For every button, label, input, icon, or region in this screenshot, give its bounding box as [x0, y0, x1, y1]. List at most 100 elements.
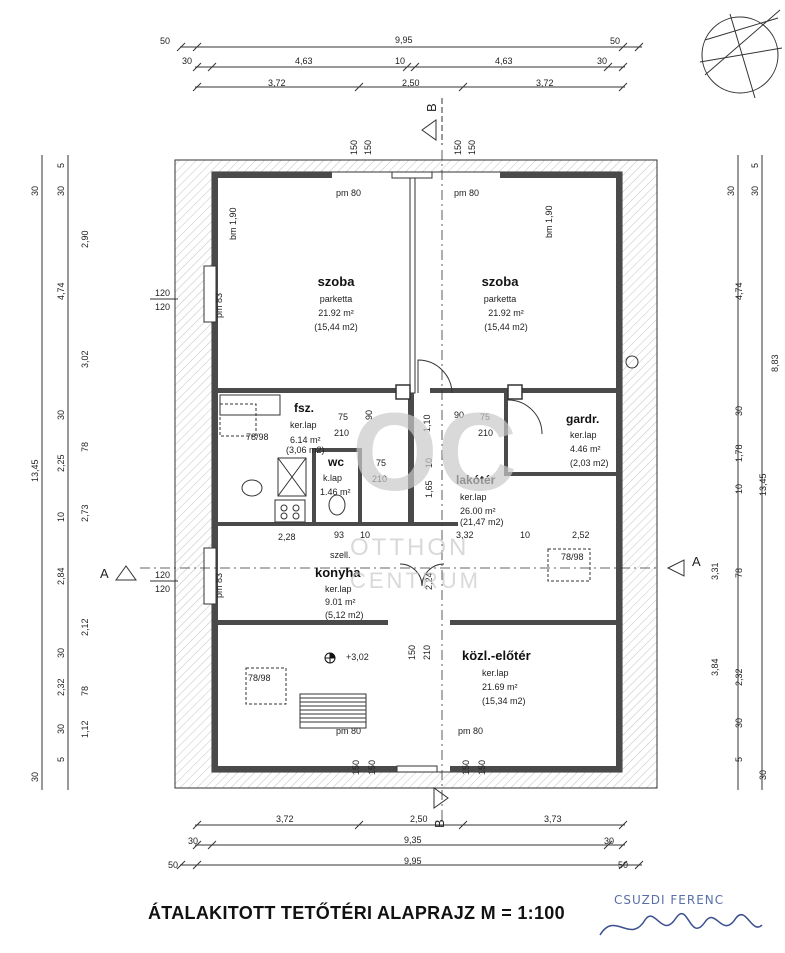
dim-label: 3,72	[536, 78, 554, 88]
dim-label: 1,65	[424, 480, 434, 498]
dim-label: 150	[477, 760, 487, 775]
room-floor: ker.lap	[325, 584, 352, 594]
dim-label: 93	[334, 530, 344, 540]
dim-label: 120	[155, 288, 170, 298]
window-label: pm 80	[454, 188, 479, 198]
opening-dimensions: 150 150 150 150 150 150 150 150 150 210	[349, 140, 487, 775]
drawing-title: ÁTALAKITOTT TETŐTÉRI ALAPRAJZ M = 1:100	[148, 902, 565, 923]
room-name: közl.-előtér	[462, 648, 531, 663]
room-floor: parketta	[484, 294, 517, 304]
room-floor: ker.lap	[482, 668, 509, 678]
room-area: 21.92 m²	[318, 308, 354, 318]
dim-label: 3,72	[276, 814, 294, 824]
dim-label: 5	[734, 757, 744, 762]
dim-label: 210	[478, 428, 493, 438]
dim-label: 210	[422, 645, 432, 660]
window-label: 78/98	[246, 432, 269, 442]
room-net-area: (15,44 m2)	[484, 322, 528, 332]
dim-label: 5	[56, 163, 66, 168]
opening-labels: pm 80 pm 80 pm 80 pm 80 bm 1,90 bm 1,90 …	[214, 188, 590, 736]
dim-label: 2,50	[402, 78, 420, 88]
window-label: 78/98	[248, 673, 271, 683]
dim-label: 90	[364, 410, 374, 420]
dim-label: 30	[182, 56, 192, 66]
room-name: gardr.	[566, 412, 599, 426]
dim-label: 50	[160, 36, 170, 46]
dim-label: 210	[334, 428, 349, 438]
dim-label: 78	[734, 568, 744, 578]
room-area: 1.46 m²	[320, 487, 351, 497]
dim-label: 10	[360, 530, 370, 540]
dim-label: 2,32	[734, 668, 744, 686]
room-net-area: (5,12 m2)	[325, 610, 364, 620]
room-net-area: (2,03 m2)	[570, 458, 609, 468]
section-a-right-marker: A	[666, 554, 701, 577]
room-szoba-left: szoba parketta 21.92 m² (15,44 m2)	[314, 274, 358, 332]
dim-label: 150	[349, 140, 359, 155]
level-label: +3,02	[346, 652, 369, 662]
dim-label: 3,72	[268, 78, 286, 88]
dim-label: 30	[597, 56, 607, 66]
dim-label: 50	[168, 860, 178, 870]
dim-label: 30	[734, 718, 744, 728]
dim-label: 8,83	[770, 354, 780, 372]
left-dimensions: 30 5 30 2,90 4,74 3,02 30 2,25 78 10 2,7…	[30, 155, 178, 790]
dim-label: 2,32	[56, 678, 66, 696]
dim-label: 2,52	[572, 530, 590, 540]
room-name: szoba	[482, 274, 520, 289]
dim-label: 3,73	[544, 814, 562, 824]
room-wc: wc k.lap 1.46 m²	[320, 455, 351, 497]
window-label: pm 83	[214, 293, 224, 318]
dim-label: 10	[520, 530, 530, 540]
window-label: 78/98	[561, 552, 584, 562]
dim-label: 30	[30, 186, 40, 196]
bottom-dimensions: 3,72 2,50 3,73 30 9,35 30 50 9,95 50	[168, 814, 644, 870]
dim-label: 75	[376, 458, 386, 468]
room-area: 21.69 m²	[482, 682, 518, 692]
room-net-area: (3,06 m2)	[286, 445, 325, 455]
room-name: fsz.	[294, 401, 314, 415]
watermark-text: OC	[352, 391, 517, 514]
top-dimensions: 50 9,95 50 30 4,63 10 4,63 30 3,72 2,50 …	[160, 35, 644, 92]
dim-label: 2,84	[56, 567, 66, 585]
room-floor: ker.lap	[460, 492, 487, 502]
dim-label: 30	[750, 186, 760, 196]
dim-label: 3,32	[456, 530, 474, 540]
room-fsz: fsz. ker.lap 6.14 m² (3,06 m2)	[286, 401, 325, 455]
room-net-area: (15,44 m2)	[314, 322, 358, 332]
dim-label: 2,90	[80, 230, 90, 248]
room-net-area: (21,47 m2)	[460, 517, 504, 527]
dim-label: 9,95	[404, 856, 422, 866]
section-label: B	[424, 103, 439, 112]
dim-label: 30	[56, 724, 66, 734]
dim-label: 75	[338, 412, 348, 422]
room-area: 9.01 m²	[325, 597, 356, 607]
staircase	[299, 693, 367, 729]
window-label: pm 80	[336, 188, 361, 198]
dim-label: 120	[155, 302, 170, 312]
dim-label: 150	[351, 760, 361, 775]
section-b-bottom-marker: B	[432, 787, 449, 828]
dim-label: 9,35	[404, 835, 422, 845]
dim-label: 3,84	[710, 658, 720, 676]
room-name: lakótér	[456, 473, 496, 487]
section-label: A	[692, 554, 701, 569]
room-konyha: konyha ker.lap 9.01 m² (5,12 m2)	[315, 565, 364, 620]
watermark-logo: OC OTTHON CENTRUM	[350, 391, 517, 593]
dim-label: 30	[604, 836, 614, 846]
north-arrow-icon	[699, 9, 783, 99]
dim-label: 10	[734, 484, 744, 494]
dim-label: 78	[80, 442, 90, 452]
section-label: B	[432, 819, 447, 828]
dim-label: 13,45	[30, 459, 40, 482]
door-swings	[140, 150, 660, 820]
dim-label: 2,28	[278, 532, 296, 542]
room-szoba-right: szoba parketta 21.92 m² (15,44 m2)	[482, 274, 528, 332]
stamp-name: CSUZDI FERENC	[614, 893, 724, 907]
dim-label: 2,24	[424, 572, 434, 590]
dim-label: 30	[758, 770, 768, 780]
dim-label: 150	[363, 140, 373, 155]
dim-label: 3,31	[710, 562, 720, 580]
room-gardr: gardr. ker.lap 4.46 m² (2,03 m2)	[566, 412, 609, 468]
window-label: bm 1,90	[544, 205, 554, 238]
